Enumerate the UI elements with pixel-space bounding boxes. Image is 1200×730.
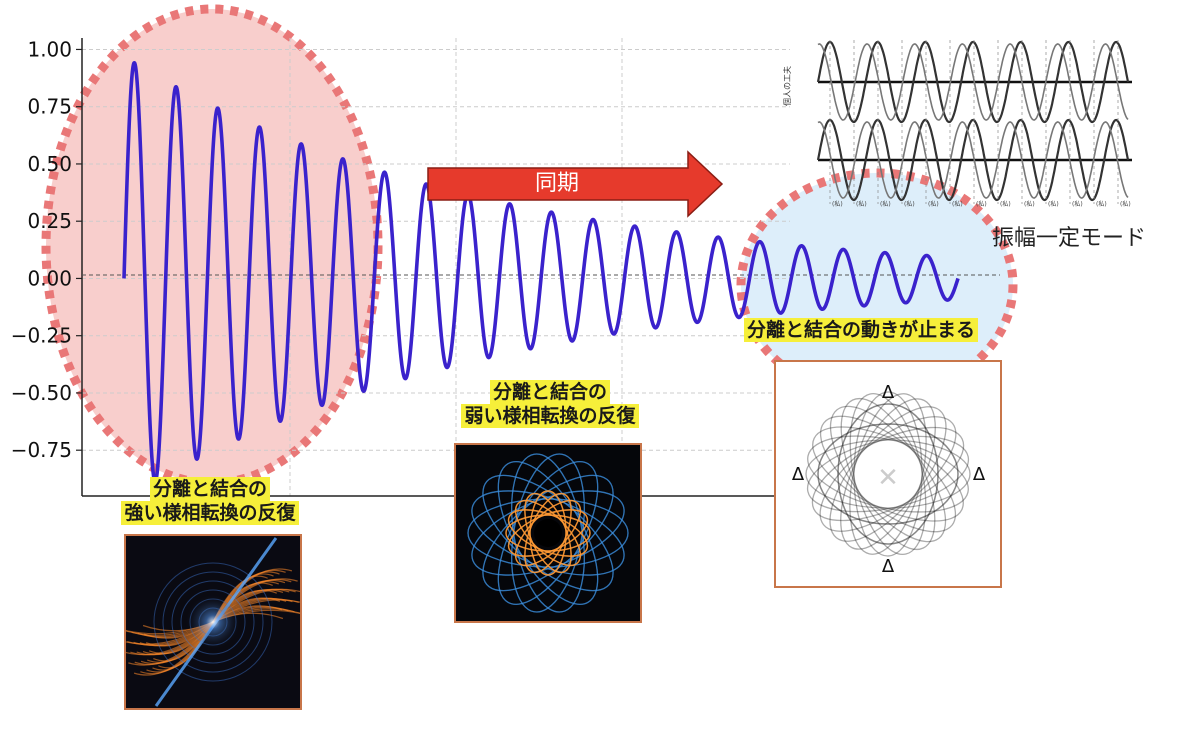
lobe-loop xyxy=(829,405,947,543)
lobe-loop xyxy=(807,435,969,513)
stop-label: 分離と結合の動きが止まる xyxy=(744,318,979,342)
damped-wave-line xyxy=(122,60,960,484)
inset-marker: (私) xyxy=(880,200,891,208)
lobe-loop xyxy=(819,416,957,532)
lobe-outline xyxy=(837,403,939,545)
y-axis-ticks: 1.00 0.75 0.50 0.25 0.00 −0.25 −0.50 −0.75 xyxy=(11,37,82,462)
weak-label-line2: 弱い様相転換の反復 xyxy=(461,404,639,428)
gray-four-lobe-pattern-image: Δ Δ Δ Δ ✕ xyxy=(792,382,986,577)
paired-sine-wave-inset: (私) (私) (私) (私) (私) (私) (私) (私) (私) (私) (私) (私) (私) xyxy=(816,40,1132,208)
rosette-loop-orange xyxy=(507,509,589,557)
constant-mode-label: 振幅一定モード xyxy=(992,226,1147,251)
sync-arrow-shape xyxy=(427,150,724,218)
y-tick-label: −0.75 xyxy=(11,438,72,462)
inset-wave-b xyxy=(817,43,1129,121)
stop-label-text: 分離と結合の動きが止まる xyxy=(744,318,979,342)
inset-marker: (私) xyxy=(832,200,843,208)
inset-marker: (私) xyxy=(928,200,939,208)
lobe-loop xyxy=(840,398,936,550)
lobe-loop xyxy=(840,397,936,551)
rosette-loop-blue xyxy=(482,474,614,592)
constant-amplitude-inset: (私) (私) (私) (私) (私) (私) (私) (私) (私) (私) (私) (私) (私) xyxy=(790,34,1140,214)
strong-transition-label: 分離と結合の 強い様相転換の反復 xyxy=(80,477,340,525)
lobe-loop xyxy=(849,393,927,555)
burst-ring-blue xyxy=(171,580,255,664)
y-tick-label: 0.50 xyxy=(27,152,72,176)
rosette-loop-blue xyxy=(482,474,614,592)
burst-ring-blue xyxy=(153,562,273,682)
lobe-loop xyxy=(819,415,957,533)
rosette-loop-orange xyxy=(514,499,582,567)
strong-oscillation-thumbnail xyxy=(124,534,302,710)
strong-label-line2: 強い様相転換の反復 xyxy=(121,501,299,525)
rosette-loop-orange xyxy=(524,492,572,574)
lobe-loop xyxy=(853,391,923,557)
delta-bottom: Δ xyxy=(882,556,895,577)
weak-transition-label: 分離と結合の 弱い様相転換の反復 xyxy=(430,380,670,428)
inset-wave-a xyxy=(816,40,1130,124)
delta-left: Δ xyxy=(792,464,805,485)
y-tick-label: 0.75 xyxy=(27,95,72,119)
burst-ring-blue xyxy=(162,571,264,673)
y-tick-label: 1.00 xyxy=(27,37,72,61)
inset-marker: (私) xyxy=(1072,200,1083,208)
stopped-oscillation-thumbnail: Δ Δ Δ Δ ✕ xyxy=(774,360,1002,588)
inset-marker: (私) xyxy=(856,200,867,208)
lobe-loop xyxy=(805,439,971,509)
inset-wave-a xyxy=(816,118,1130,202)
y-tick-label: 0.25 xyxy=(27,209,72,233)
rosette-loop-blue xyxy=(497,461,599,605)
orange-blue-rosette-image xyxy=(467,453,629,613)
lobe-loop xyxy=(811,426,965,522)
weak-oscillation-thumbnail xyxy=(454,443,642,623)
inset-marker: (私) xyxy=(976,200,987,208)
lobe-outline xyxy=(817,423,959,525)
lobe-loop xyxy=(829,406,947,542)
sync-arrow xyxy=(427,150,724,218)
orange-blue-burst-image xyxy=(126,537,300,707)
y-tick-label: −0.50 xyxy=(11,381,72,405)
inset-marker: (私) xyxy=(1024,200,1035,208)
delta-right: Δ xyxy=(973,464,986,485)
inset-marker: (私) xyxy=(1000,200,1011,208)
inset-marker: (私) xyxy=(1096,200,1107,208)
y-tick-label: −0.25 xyxy=(11,324,72,348)
delta-top: Δ xyxy=(882,382,895,403)
strong-label-line1: 分離と結合の xyxy=(149,477,270,501)
rosette-loop-orange xyxy=(505,514,591,552)
inset-marker: (私) xyxy=(1120,200,1131,208)
rosette-loop-orange xyxy=(529,490,567,576)
rosette-loop-blue xyxy=(511,453,585,613)
inset-marker: (私) xyxy=(952,200,963,208)
rosette-loop-blue xyxy=(467,498,629,568)
lobe-loop xyxy=(806,435,970,513)
weak-label-line1: 分離と結合の xyxy=(489,380,610,404)
center-cross-icon: ✕ xyxy=(877,463,899,493)
inset-marker: (私) xyxy=(1048,200,1059,208)
rosette-loop-blue xyxy=(497,461,599,605)
rosette-loop-orange xyxy=(514,499,582,567)
rosette-loop-blue xyxy=(511,453,585,613)
y-tick-label: 0.00 xyxy=(27,266,72,290)
rosette-loop-orange xyxy=(524,492,572,574)
sync-arrow-label: 同期 xyxy=(534,171,579,196)
inset-marker: (私) xyxy=(904,200,915,208)
rosette-loop-orange xyxy=(507,509,589,557)
lobe-loop xyxy=(849,392,927,556)
inset-axis-label: 個人の工夫 xyxy=(783,66,792,106)
lobe-loop xyxy=(812,426,964,522)
burst-ring-blue xyxy=(180,589,246,655)
inset-wave-b xyxy=(817,121,1129,199)
